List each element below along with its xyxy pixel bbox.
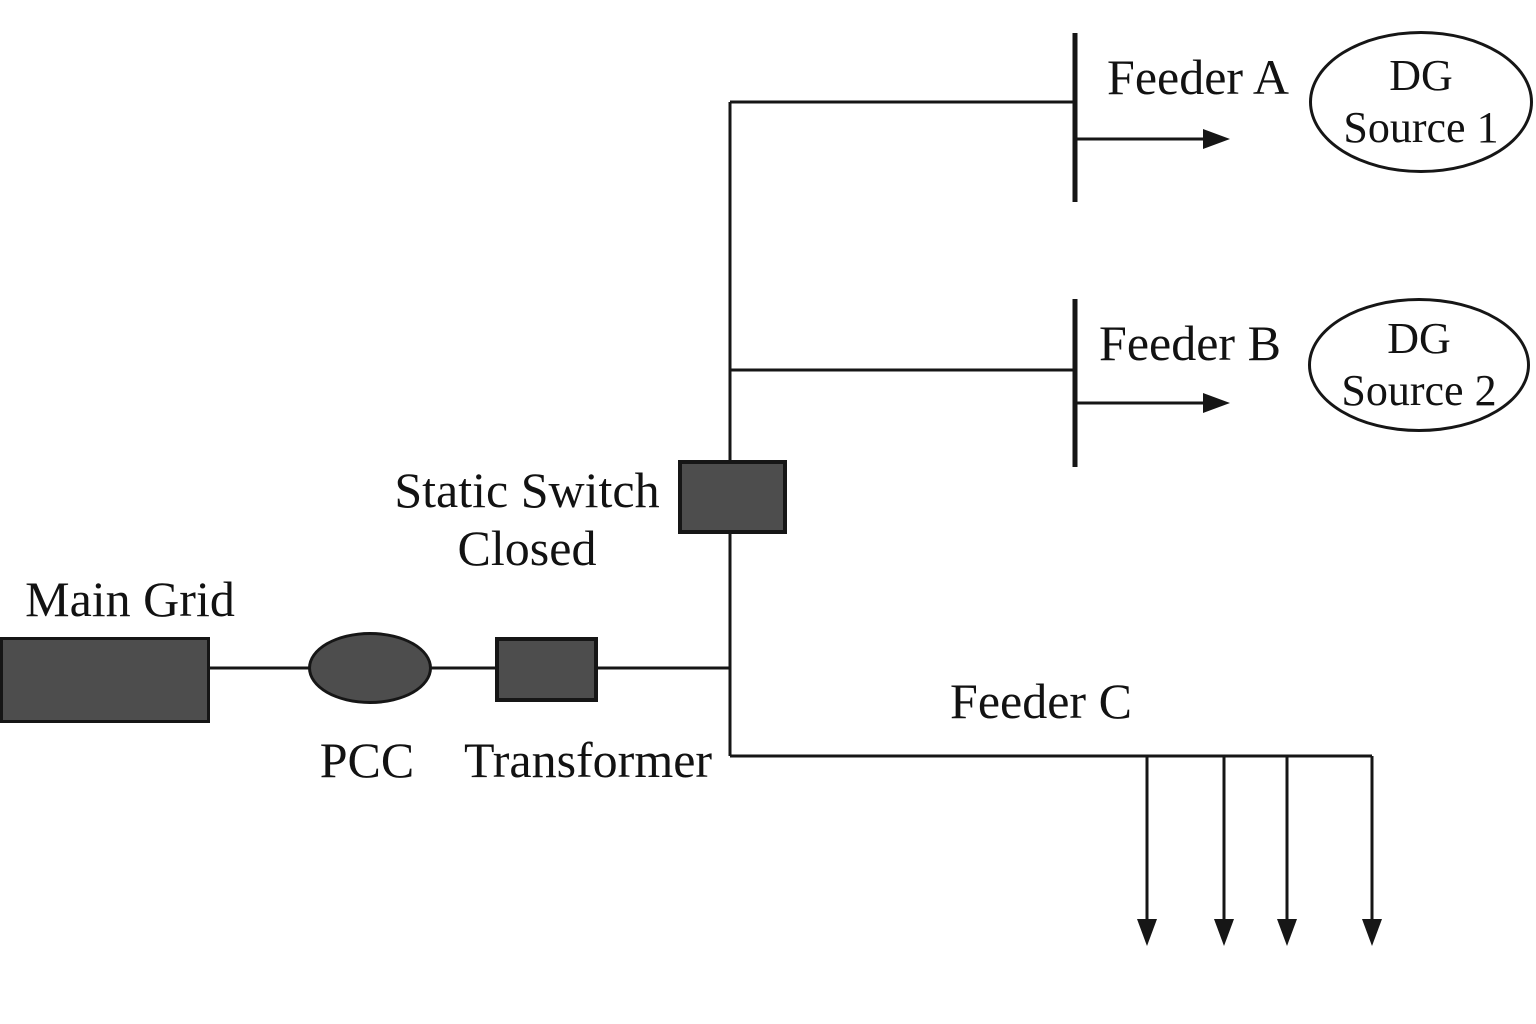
static-switch-label: Static Switch Closed [327, 461, 727, 577]
dg-source-2-label-line1: DG [1387, 314, 1451, 363]
transformer-box [495, 637, 598, 702]
feeder-a-label: Feeder A [1107, 49, 1289, 105]
dg-source-2-label-line2: Source 2 [1341, 366, 1497, 415]
pcc-label: PCC [319, 732, 415, 788]
dg-source-1-ellipse: DG Source 1 [1309, 31, 1533, 173]
static-switch-label-line1: Static Switch [394, 462, 660, 518]
static-switch-label-line2: Closed [457, 520, 597, 576]
pcc-ellipse [308, 632, 432, 704]
dg-source-1-label-line2: Source 1 [1343, 103, 1499, 152]
static-switch-box [678, 460, 787, 534]
main-grid-label: Main Grid [25, 571, 235, 627]
transformer-label: Transformer [463, 732, 713, 788]
dg-source-1-label-line1: DG [1389, 51, 1453, 100]
feeder-c-label: Feeder C [950, 673, 1132, 729]
load-arrowhead-icon-4 [1362, 919, 1382, 946]
feeder-a-arrowhead-icon [1203, 129, 1230, 149]
feeder-b-arrowhead-icon [1203, 393, 1230, 413]
feeder-b-label: Feeder B [1099, 315, 1281, 371]
main-grid-box [0, 637, 210, 723]
load-arrowhead-icon-3 [1277, 919, 1297, 946]
load-arrowhead-icon-1 [1137, 919, 1157, 946]
dg-source-2-ellipse: DG Source 2 [1308, 298, 1530, 432]
load-arrowhead-icon-2 [1214, 919, 1234, 946]
